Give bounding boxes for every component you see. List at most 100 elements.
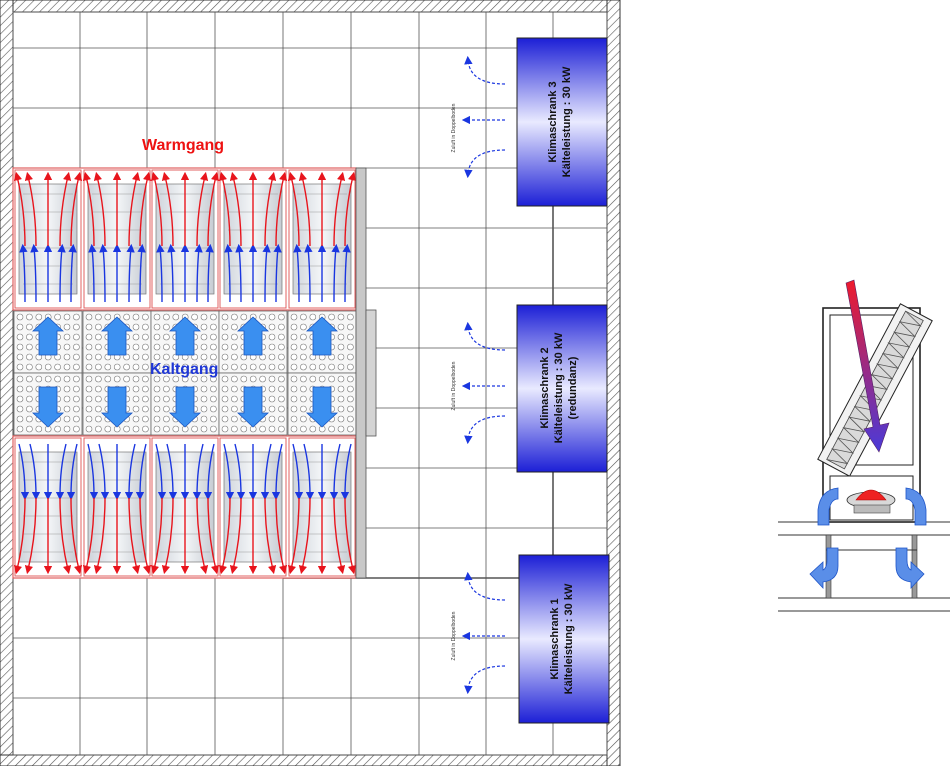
cold-airflow-arrow: [292, 443, 304, 501]
perforated-floor-tiles: [13, 310, 357, 436]
warm-airflow-arrow: [93, 497, 106, 575]
row-end-cap: [355, 167, 367, 579]
warm-airflow-arrow: [207, 497, 220, 575]
cold-aisle-label: Kaltgang: [150, 361, 218, 378]
warm-airflow-arrow: [82, 171, 95, 247]
cooling-unit-section-view: [778, 279, 950, 612]
warm-airflow-arrow: [298, 497, 311, 575]
cold-air-arrow: [100, 386, 134, 428]
cold-airflow-arrow: [126, 243, 135, 303]
warm-airflow-arrow: [218, 497, 231, 575]
warm-airflow-arrow: [275, 497, 288, 575]
cold-airflow-arrow: [167, 243, 176, 303]
supply-arrow-down: [464, 665, 506, 695]
cold-airflow-arrow: [87, 443, 99, 501]
cold-airflow-arrow: [99, 243, 108, 303]
warm-airflow-arrow: [93, 171, 106, 247]
warm-airflow-arrow: [344, 497, 357, 575]
cold-air-arrow: [305, 316, 339, 356]
cold-airflow-arrow: [303, 443, 315, 501]
supply-arrow-down: [464, 149, 506, 179]
warm-airflow-arrow: [229, 497, 242, 575]
cooling-unit-2-capacity: Kälteleistung : 30 kW: [553, 332, 565, 443]
warm-airflow-arrow: [229, 171, 242, 247]
supply-arrow-down: [464, 415, 506, 445]
warm-airflow-arrow: [70, 171, 83, 247]
warm-airflow-arrow: [264, 497, 277, 575]
cooling-unit-2: Klimaschrank 2 Kälteleistung : 30 kW (re…: [516, 304, 608, 473]
cold-airflow-arrow: [203, 443, 215, 501]
warm-airflow-arrow: [150, 171, 163, 247]
warm-airflow-arrow: [59, 497, 72, 575]
cold-air-arrow: [31, 316, 65, 356]
cold-airflow-arrow: [293, 243, 302, 303]
cold-airflow-arrow: [98, 443, 110, 501]
warm-airflow-arrow: [333, 497, 346, 575]
cold-airflow-arrow: [55, 443, 67, 501]
warm-airflow-arrow: [24, 497, 37, 575]
warm-airflow-arrow: [196, 497, 209, 575]
supply-arrow-up: [464, 55, 506, 85]
cold-air-arrow: [168, 316, 202, 356]
cold-air-arrow: [236, 386, 270, 428]
cold-airflow-arrow: [68, 243, 77, 303]
cold-airflow-arrow: [304, 243, 313, 303]
cold-airflow-arrow: [155, 443, 167, 501]
cold-airflow-arrow: [234, 443, 246, 501]
cold-airflow-arrow: [223, 443, 235, 501]
cold-airflow-arrow: [224, 243, 233, 303]
cold-air-arrow: [31, 386, 65, 428]
supply-arrow-up: [464, 571, 506, 601]
warm-airflow-arrow: [161, 171, 174, 247]
warm-airflow-arrow: [24, 171, 37, 247]
supply-air-label-3: Zuluft in Doppelboden: [451, 103, 457, 152]
cold-airflow-arrow: [156, 243, 165, 303]
supply-arrow-up: [464, 321, 506, 351]
cold-airflow-arrow: [135, 443, 147, 501]
warm-airflow-arrow: [70, 497, 83, 575]
warm-airflow-arrow: [13, 497, 26, 575]
cooling-unit-1-name: Klimaschrank 1: [549, 598, 561, 679]
cooling-unit-1-capacity: Kälteleistung : 30 kW: [563, 583, 575, 694]
rack-row-cold-side: [12, 435, 357, 579]
cold-airflow-arrow: [260, 443, 272, 501]
aisle-end-cap: [365, 309, 377, 437]
cold-airflow-arrow: [194, 243, 203, 303]
warm-airflow-arrow: [161, 497, 174, 575]
cooling-unit-1: Klimaschrank 1 Kälteleistung : 30 kW: [518, 554, 610, 724]
cold-airflow-arrow: [166, 443, 178, 501]
warm-aisle-label: Warmgang: [142, 137, 224, 154]
warm-airflow-arrow: [150, 497, 163, 575]
warm-airflow-arrow: [298, 171, 311, 247]
supply-air-label-1: Zuluft in Doppelboden: [451, 611, 457, 660]
warm-airflow-arrow: [218, 171, 231, 247]
cold-airflow-arrow: [30, 243, 39, 303]
warm-airflow-arrow: [128, 497, 141, 575]
cold-airflow-arrow: [18, 443, 30, 501]
cold-airflow-arrow: [340, 443, 352, 501]
cold-airflow-arrow: [137, 243, 146, 303]
warm-airflow-arrow: [287, 171, 300, 247]
warm-airflow-arrow: [264, 171, 277, 247]
warm-airflow-arrow: [344, 171, 357, 247]
warm-airflow-arrow: [59, 171, 72, 247]
cold-airflow-arrow: [329, 443, 341, 501]
supply-air-arrows: [461, 55, 506, 179]
cold-airflow-arrow: [342, 243, 351, 303]
warm-airflow-arrow: [196, 171, 209, 247]
supply-air-arrows: [461, 571, 506, 695]
cooling-unit-3-name: Klimaschrank 3: [547, 81, 559, 162]
cold-airflow-arrow: [88, 243, 97, 303]
cold-air-arrow: [100, 316, 134, 356]
cold-airflow-arrow: [273, 243, 282, 303]
warm-airflow-arrow: [333, 171, 346, 247]
cold-airflow-arrow: [29, 443, 41, 501]
cold-airflow-arrow: [331, 243, 340, 303]
cold-airflow-arrow: [66, 443, 78, 501]
warm-airflow-arrow: [128, 171, 141, 247]
warm-airflow-arrow: [82, 497, 95, 575]
warm-airflow-arrow: [207, 171, 220, 247]
cooling-unit-2-redundancy: (redundanz): [567, 356, 579, 419]
cooling-unit-2-name: Klimaschrank 2: [539, 347, 551, 428]
